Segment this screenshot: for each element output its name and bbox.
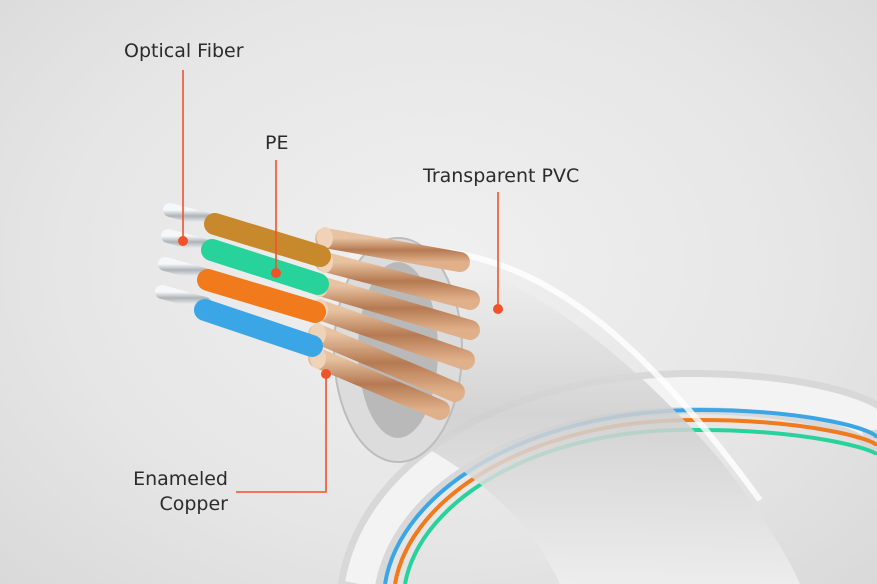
leader-lines xyxy=(182,70,499,493)
label-optical-fiber: Optical Fiber xyxy=(124,40,244,62)
label-pe: PE xyxy=(265,132,289,154)
leader-copper xyxy=(236,374,327,493)
dot-copper xyxy=(321,369,331,379)
dot-optical-fiber xyxy=(178,236,188,246)
label-enameled-copper: Enameled Copper xyxy=(128,467,228,517)
pe-jackets xyxy=(194,213,331,357)
dot-pvc xyxy=(493,304,503,314)
label-enameled-copper-line1: Enameled xyxy=(133,468,228,490)
label-transparent-pvc: Transparent PVC xyxy=(423,165,580,187)
leader-dots xyxy=(178,236,503,379)
label-enameled-copper-line2: Copper xyxy=(159,493,228,515)
dot-pe xyxy=(271,268,281,278)
